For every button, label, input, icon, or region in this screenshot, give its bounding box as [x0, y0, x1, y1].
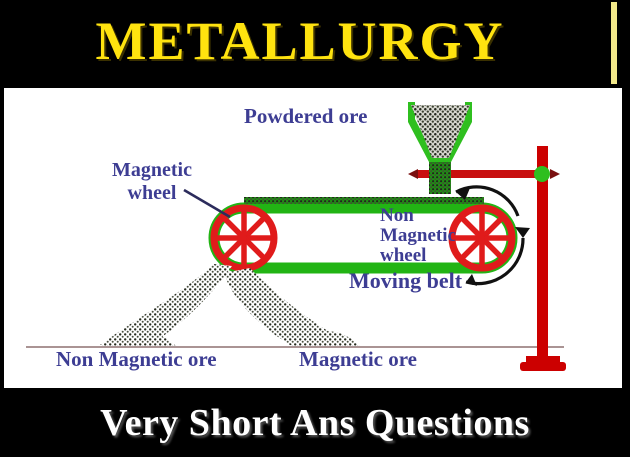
- ore-hopper: [408, 102, 472, 194]
- stand-joint: [534, 166, 550, 182]
- label-non-magnetic-ore: Non Magnetic ore: [56, 347, 217, 371]
- non-magnetic-ore-pile: [102, 330, 176, 346]
- support-stand: [408, 146, 566, 371]
- ore-piles: [102, 330, 360, 346]
- label-magnetic-ore: Magnetic ore: [299, 347, 417, 371]
- magnetic-wheel-pointer: [183, 188, 231, 219]
- title-right-edge-stripe: [611, 2, 617, 84]
- magnetic-ore-pile: [290, 331, 360, 346]
- page-title: METALLURGY: [95, 11, 505, 71]
- label-moving-belt: Moving belt: [349, 268, 463, 293]
- title-banner: METALLURGY: [0, 0, 630, 88]
- magnetic-wheel: [210, 204, 278, 272]
- non-magnetic-ore-stream: [100, 264, 232, 345]
- ore-streams: [100, 264, 352, 345]
- rotation-arrows: [455, 185, 530, 286]
- diagram-panel: Powdered ore Magnetic wheel Non Magnetic…: [4, 88, 622, 388]
- label-magnetic-wheel: Magnetic wheel: [112, 159, 192, 204]
- label-powdered-ore: Powdered ore: [244, 104, 368, 128]
- moving-belt: [208, 197, 518, 274]
- magnetic-ore-stream: [224, 268, 352, 345]
- hopper-stem-ore: [429, 162, 451, 194]
- footer-banner: Very Short Ans Questions: [0, 392, 630, 457]
- non-magnetic-wheel: [448, 204, 516, 272]
- footer-title: Very Short Ans Questions: [100, 402, 530, 444]
- ore-on-belt: [244, 197, 484, 204]
- magnetic-separation-diagram: [26, 102, 566, 371]
- label-non-magnetic-wheel: Non Magnetic wheel: [380, 205, 456, 266]
